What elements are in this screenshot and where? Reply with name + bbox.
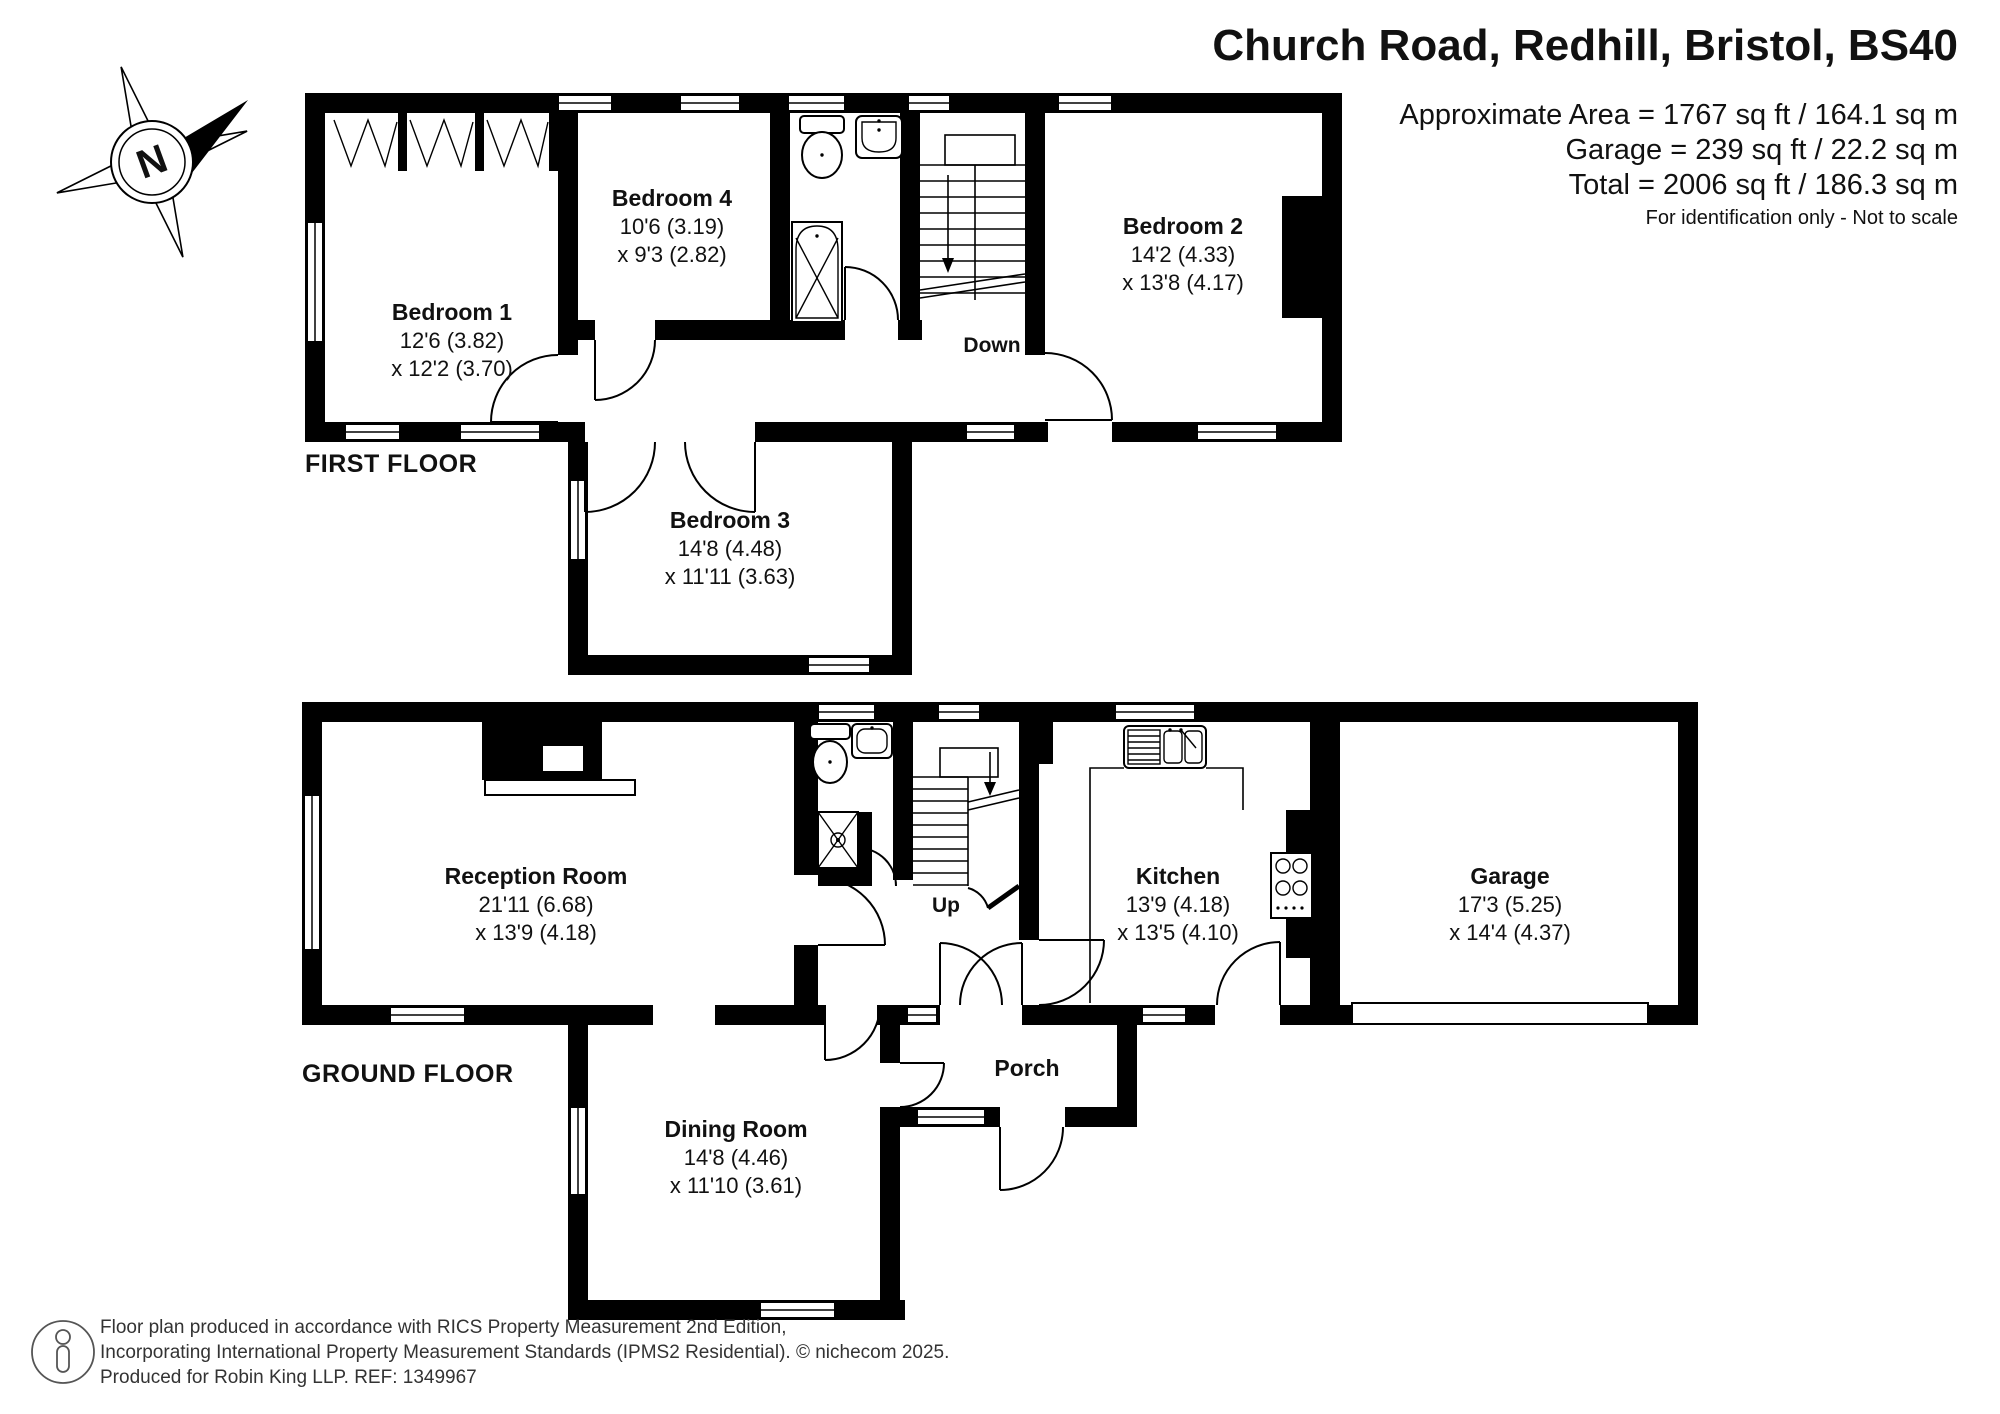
ground-floor-plan: Reception Room 21'11 (6.68) x 13'9 (4.18… xyxy=(302,702,1698,1320)
staircase-up xyxy=(913,747,1020,886)
total-area-text: Total = 2006 sq ft / 186.3 sq m xyxy=(1569,169,1958,201)
stairs-down-label: Down xyxy=(963,334,1020,357)
first-floor-doors xyxy=(490,266,1113,513)
bathtub-icon xyxy=(791,221,843,323)
disclaimer-text: For identification only - Not to scale xyxy=(1646,207,1958,229)
room-label-bedroom3: Bedroom 3 xyxy=(670,507,790,533)
fireplace xyxy=(484,744,636,796)
room-dim-bedroom1-1: 12'6 (3.82) xyxy=(400,328,505,353)
footer-line-2: Incorporating International Property Mea… xyxy=(100,1342,949,1363)
window xyxy=(344,423,401,441)
window xyxy=(937,703,981,721)
porch-label: Porch xyxy=(994,1055,1059,1081)
room-dim-bedroom2-2: x 13'8 (4.17) xyxy=(1122,270,1244,295)
room-dim-bedroom3-2: x 11'11 (3.63) xyxy=(665,564,796,589)
approximate-area-text: Approximate Area = 1767 sq ft / 164.1 sq… xyxy=(1399,99,1958,131)
window xyxy=(965,423,1016,441)
compass-icon: N xyxy=(56,66,248,258)
stairs-up-label: Up xyxy=(932,894,960,917)
ground-floor-windows xyxy=(303,703,1678,1319)
room-label-garage: Garage xyxy=(1470,863,1549,889)
window xyxy=(907,94,951,112)
room-dim-kitchen-2: x 13'5 (4.10) xyxy=(1117,920,1239,945)
bathroom-fixtures xyxy=(791,115,903,323)
room-dim-bedroom1-2: x 12'2 (3.70) xyxy=(391,356,513,381)
room-label-bedroom1: Bedroom 1 xyxy=(392,299,512,325)
garage-area-text: Garage = 239 sq ft / 22.2 sq m xyxy=(1565,134,1958,166)
room-dim-bedroom4-1: 10'6 (3.19) xyxy=(620,214,725,239)
wardrobe xyxy=(333,113,558,171)
window xyxy=(569,479,587,561)
window xyxy=(807,656,871,674)
toilet-icon xyxy=(809,723,851,784)
ground-floor-walls xyxy=(302,702,1698,1320)
room-dim-dining-1: 14'8 (4.46) xyxy=(684,1145,789,1170)
first-floor-windows xyxy=(306,94,1278,674)
window xyxy=(916,1108,986,1126)
sink-icon xyxy=(851,723,893,759)
window xyxy=(569,1106,587,1196)
title-block: Church Road, Redhill, Bristol, BS40 Appr… xyxy=(1212,21,1958,229)
wc-fixtures xyxy=(809,723,893,869)
kitchen-fixtures xyxy=(1089,725,1313,1003)
window xyxy=(1196,423,1278,441)
window xyxy=(679,94,741,112)
window xyxy=(306,221,324,343)
room-label-bedroom4: Bedroom 4 xyxy=(612,185,732,211)
room-dim-garage-1: 17'3 (5.25) xyxy=(1458,892,1563,917)
first-floor-label: FIRST FLOOR xyxy=(305,450,477,478)
room-dim-bedroom3-1: 14'8 (4.48) xyxy=(678,536,783,561)
shower-icon xyxy=(817,811,859,869)
sink-icon xyxy=(855,115,903,159)
room-dim-reception-1: 21'11 (6.68) xyxy=(478,892,593,917)
window xyxy=(459,423,541,441)
window xyxy=(787,94,846,112)
first-floor-labels: Bedroom 1 12'6 (3.82) x 12'2 (3.70) Bedr… xyxy=(305,185,1244,589)
window xyxy=(1057,94,1113,112)
window xyxy=(1141,1006,1187,1024)
footer-line-3: Produced for Robin King LLP. REF: 134996… xyxy=(100,1367,477,1388)
first-floor-walls xyxy=(305,93,1342,675)
room-dim-dining-2: x 11'10 (3.61) xyxy=(670,1173,802,1198)
ground-floor-label: GROUND FLOOR xyxy=(302,1060,514,1088)
toilet-icon xyxy=(799,115,845,179)
garage-door xyxy=(1351,1002,1678,1025)
footer-line-1: Floor plan produced in accordance with R… xyxy=(100,1317,786,1338)
window xyxy=(557,94,613,112)
staircase-down xyxy=(919,134,1026,300)
room-label-kitchen: Kitchen xyxy=(1136,863,1220,889)
ground-floor-labels: Reception Room 21'11 (6.68) x 13'9 (4.18… xyxy=(302,863,1571,1198)
room-label-bedroom2: Bedroom 2 xyxy=(1123,213,1243,239)
hob-icon xyxy=(1270,852,1313,919)
room-dim-bedroom4-2: x 9'3 (2.82) xyxy=(617,242,726,267)
first-floor-plan: Bedroom 1 12'6 (3.82) x 12'2 (3.70) Bedr… xyxy=(305,93,1342,675)
window xyxy=(1114,703,1196,721)
room-label-reception: Reception Room xyxy=(445,863,628,889)
room-label-dining: Dining Room xyxy=(664,1116,807,1142)
footer: Floor plan produced in accordance with R… xyxy=(31,1317,949,1388)
window xyxy=(759,1301,836,1319)
room-dim-kitchen-1: 13'9 (4.18) xyxy=(1126,892,1231,917)
room-dim-garage-2: x 14'4 (4.37) xyxy=(1449,920,1571,945)
kitchen-sink-icon xyxy=(1123,725,1207,769)
room-dim-bedroom2-1: 14'2 (4.33) xyxy=(1131,242,1236,267)
room-dim-reception-2: x 13'9 (4.18) xyxy=(475,920,597,945)
page-title: Church Road, Redhill, Bristol, BS40 xyxy=(1212,21,1958,70)
window xyxy=(389,1006,466,1024)
window xyxy=(303,794,321,951)
window xyxy=(817,703,876,721)
person-icon xyxy=(31,1320,95,1384)
ground-floor-doors xyxy=(817,847,1281,1191)
window xyxy=(906,1006,938,1024)
